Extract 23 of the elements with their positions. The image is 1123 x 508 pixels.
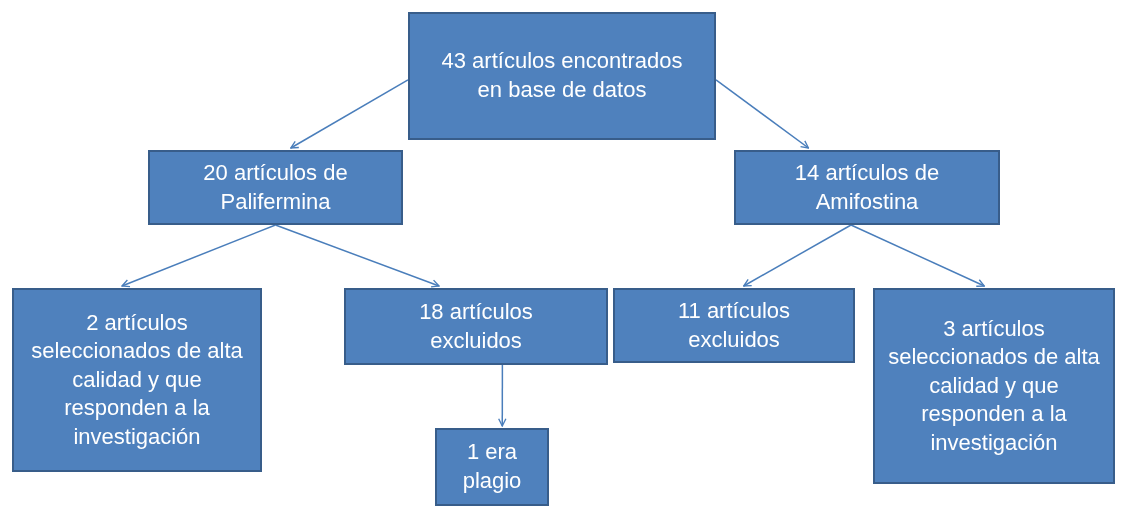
process-box <box>873 288 1115 484</box>
process-box <box>734 150 1000 225</box>
process-box <box>408 12 716 140</box>
process-box <box>12 288 262 472</box>
box-label: 14 artículos de Amifostina <box>793 158 941 216</box>
process-box <box>148 150 403 225</box>
box-label: 20 artículos de Palifermina <box>202 158 349 216</box>
box-label: 18 artículos excluidos <box>418 297 534 355</box>
process-box <box>613 288 855 363</box>
arrow <box>742 224 852 287</box>
arrow <box>121 224 277 288</box>
process-box <box>344 288 608 365</box>
process-box <box>435 428 549 506</box>
box-label: 11 artículos excluidos <box>676 296 792 354</box>
arrow <box>498 364 507 427</box>
arrow <box>274 224 440 288</box>
box-label: 3 artículos seleccionados de alta calidad y que responden a la investigación <box>887 314 1101 457</box>
arrow <box>850 224 986 287</box>
box-label: 1 era plagio <box>461 438 523 495</box>
box-label: 43 artículos encontrados en base de datos <box>440 47 684 104</box>
arrow <box>290 79 409 149</box>
arrow <box>715 79 810 149</box>
box-label: 2 artículos seleccionados de alta calidad y que responden a la investigación <box>30 308 244 451</box>
